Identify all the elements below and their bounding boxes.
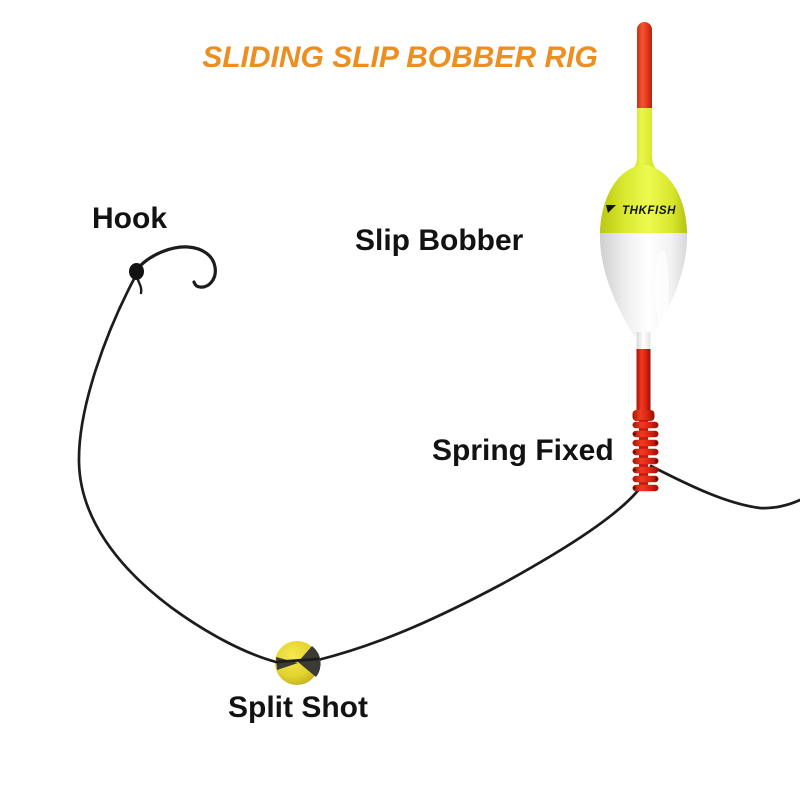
spring-ring: [632, 439, 659, 447]
spring-ring: [632, 421, 659, 429]
hook-knot: [129, 263, 144, 280]
spring-ring: [632, 448, 659, 456]
split-shot-groove: [276, 657, 298, 670]
split-shot-slit-dark: [298, 646, 321, 677]
spring-wire-shadow: [633, 450, 636, 454]
slip-bobber: THKFISH: [599, 22, 688, 492]
spring-wire-shadow: [633, 432, 636, 436]
bobber-stem-collar: [632, 410, 655, 421]
thkfish-logo-icon: [606, 205, 616, 213]
slip-bobber-label: Slip Bobber: [355, 224, 524, 257]
bobber-top-stem-yellow: [628, 108, 661, 174]
hook: [129, 245, 217, 295]
spring-ring: [632, 475, 659, 483]
bobber-brand-text: THKFISH: [622, 205, 676, 217]
hook-label: Hook: [92, 202, 167, 235]
fishing-line-hook-segment: [77, 277, 278, 664]
spring-wire-shadow: [655, 477, 658, 481]
hook-knot-tag-end: [136, 278, 143, 295]
bobber-spring: [632, 420, 659, 492]
spring-wire-shadow: [633, 468, 636, 472]
spring-ring: [632, 430, 659, 438]
split-shot: [274, 641, 321, 685]
fishing-line-rod-segment: [649, 464, 800, 510]
spring-ring: [632, 457, 659, 465]
spring-wire-shadow: [655, 459, 658, 463]
bobber-highlight: [655, 250, 669, 326]
spring-fixed-label: Spring Fixed: [432, 434, 614, 467]
bobber-lower-stem-white: [636, 332, 651, 350]
bobber-lower-stem-red: [636, 349, 651, 412]
bobber-top-stem-red-tip: [637, 22, 652, 109]
spring-ring: [632, 466, 659, 474]
split-shot-label: Split Shot: [228, 691, 368, 724]
spring-wire-shadow: [633, 486, 636, 490]
bobber-body-yellow-top: [599, 165, 688, 233]
page-title: SLIDING SLIP BOBBER RIG: [202, 41, 598, 74]
line-through-split-shot: [274, 657, 320, 664]
spring-core: [639, 420, 648, 491]
spring-wire-shadow: [655, 441, 658, 445]
fishing-line-main-segment: [316, 479, 647, 662]
hook-wire: [138, 245, 217, 289]
spring-ring: [632, 484, 659, 492]
